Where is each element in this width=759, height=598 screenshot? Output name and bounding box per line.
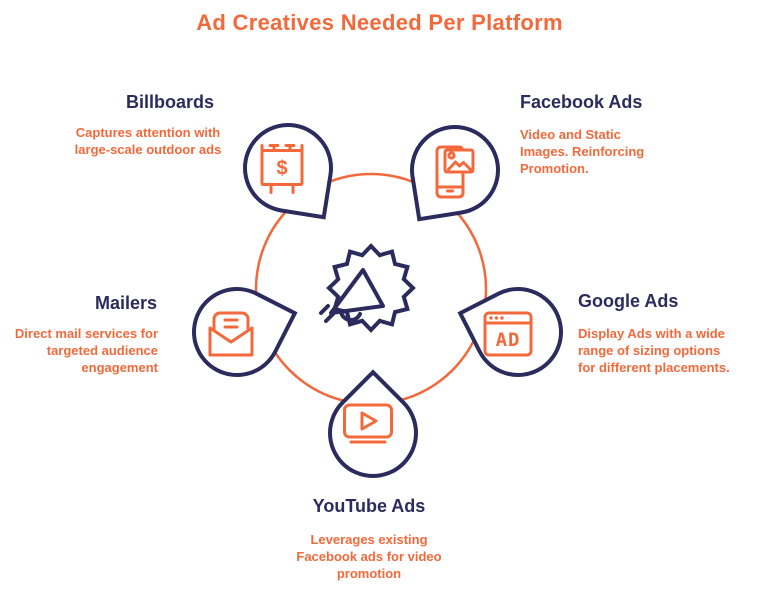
browser-ad-icon: AD [483, 311, 533, 357]
tv-play-icon [343, 403, 393, 444]
node-label-youtube-ads: YouTube Ads [312, 496, 426, 516]
node-desc-mailers: Direct mail services for targeted audien… [14, 326, 158, 376]
billboard-currency-glyph: $ [276, 158, 287, 180]
megaphone-starburst-icon [319, 243, 416, 333]
node-bubble-mailers [192, 287, 298, 377]
node-bubble-billboards [243, 123, 333, 220]
node-desc-youtube-ads: Leverages existing Facebook ads for vide… [296, 532, 442, 582]
envelope-letter-icon [208, 311, 254, 357]
google-ad-glyph: AD [496, 329, 521, 351]
node-bubble-youtube-ads [328, 369, 418, 478]
smartphone-photo-icon [435, 145, 475, 199]
node-label-facebook-ads: Facebook Ads [520, 92, 643, 112]
node-label-google-ads: Google Ads [578, 291, 679, 311]
page-title: Ad Creatives Needed Per Platform [196, 10, 563, 35]
node-label-billboards: Billboards [125, 92, 214, 112]
node-desc-billboards: Captures attention with large-scale outd… [74, 125, 222, 158]
node-desc-google-ads: Display Ads with a wide range of sizing … [578, 326, 730, 376]
node-desc-facebook-ads: Video and Static Images. Reinforcing Pro… [520, 127, 645, 177]
billboard-dollar-icon: $ [260, 144, 304, 194]
node-label-mailers: Mailers [94, 293, 158, 313]
